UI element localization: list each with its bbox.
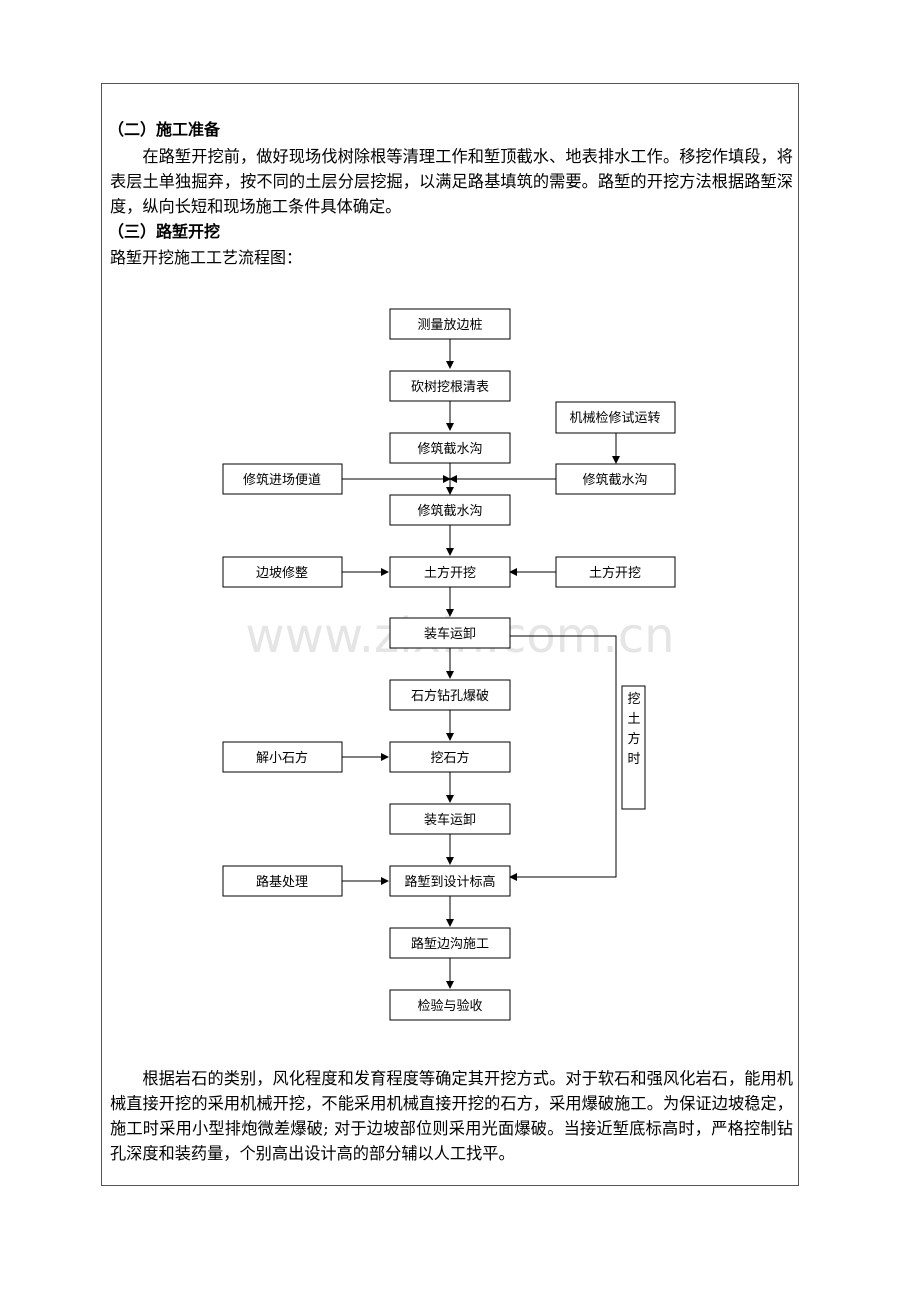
svg-text:测量放边桩: 测量放边桩 bbox=[417, 318, 482, 333]
svg-text:修筑进场便道: 修筑进场便道 bbox=[243, 472, 321, 488]
main-step-12: 检验与验收 bbox=[389, 989, 511, 1021]
document-frame bbox=[101, 83, 799, 1186]
branch-label-box: 挖 土 方 时 bbox=[621, 685, 646, 810]
section-heading-excavation: （三）路堑开挖 bbox=[108, 222, 221, 241]
branch-label-char-2: 土 bbox=[627, 712, 640, 727]
svg-text:砍树挖根清表: 砍树挖根清表 bbox=[411, 380, 489, 395]
branch-label-char-1: 挖 bbox=[627, 692, 640, 707]
svg-text:装车运卸: 装车运卸 bbox=[424, 812, 476, 828]
branch-label-char-4: 时 bbox=[627, 752, 640, 767]
closing-paragraph: 根据岩石的类别，风化程度和发育程度等确定其开挖方式。对于软石和强风化岩石，能用机… bbox=[110, 1069, 793, 1163]
svg-text:石方钻孔爆破: 石方钻孔爆破 bbox=[411, 688, 489, 704]
svg-text:路堑边沟施工: 路堑边沟施工 bbox=[411, 936, 489, 952]
svg-text:修筑截水沟: 修筑截水沟 bbox=[417, 503, 482, 519]
svg-text:土方开挖: 土方开挖 bbox=[589, 565, 641, 581]
svg-text:土方开挖: 土方开挖 bbox=[424, 565, 476, 581]
main-step-10: 路堑到设计标高 bbox=[389, 865, 511, 897]
svg-text:修筑截水沟: 修筑截水沟 bbox=[582, 472, 647, 488]
svg-text:修筑截水沟: 修筑截水沟 bbox=[417, 441, 482, 457]
main-step-5: 土方开挖 bbox=[389, 556, 511, 588]
flowchart-caption: 路堑开挖施工工艺流程图： bbox=[110, 248, 303, 267]
preparation-paragraph: 在路堑开挖前，做好现场伐树除根等清理工作和堑顶截水、地表排水工作。移挖作填段，将… bbox=[110, 147, 793, 216]
svg-text:路堑到设计标高: 路堑到设计标高 bbox=[404, 874, 495, 890]
svg-text:检验与验收: 检验与验收 bbox=[417, 998, 482, 1014]
main-step-1: 测量放边桩 bbox=[389, 308, 511, 340]
branch-label-char-3: 方 bbox=[627, 731, 640, 747]
main-step-11: 路堑边沟施工 bbox=[389, 927, 511, 959]
side-right-2: 修筑截水沟 bbox=[555, 463, 676, 495]
svg-text:边坡修整: 边坡修整 bbox=[256, 566, 308, 581]
section-heading-preparation: （二）施工准备 bbox=[108, 120, 221, 139]
edge-earthwork-bypass bbox=[509, 635, 617, 881]
side-right-1: 机械检修试运转 bbox=[555, 401, 676, 434]
side-left-1: 修筑进场便道 bbox=[222, 463, 343, 495]
main-step-4: 修筑截水沟 bbox=[389, 494, 511, 526]
side-right-3: 土方开挖 bbox=[555, 556, 676, 588]
svg-text:挖石方: 挖石方 bbox=[430, 750, 469, 766]
svg-text:机械检修试运转: 机械检修试运转 bbox=[569, 411, 660, 426]
flow-edges bbox=[342, 339, 620, 989]
main-step-7: 石方钻孔爆破 bbox=[389, 679, 511, 711]
svg-text:路基处理: 路基处理 bbox=[256, 874, 308, 890]
svg-text:解小石方: 解小石方 bbox=[256, 750, 308, 766]
main-step-6: 装车运卸 bbox=[389, 617, 511, 649]
side-left-4: 路基处理 bbox=[222, 865, 343, 897]
side-left-2: 边坡修整 bbox=[222, 556, 343, 588]
main-step-3: 修筑截水沟 bbox=[389, 432, 511, 464]
main-step-2: 砍树挖根清表 bbox=[389, 370, 511, 402]
main-step-8: 挖石方 bbox=[389, 741, 511, 773]
svg-text:装车运卸: 装车运卸 bbox=[424, 626, 476, 642]
side-left-3: 解小石方 bbox=[222, 741, 343, 773]
main-step-9: 装车运卸 bbox=[389, 803, 511, 835]
